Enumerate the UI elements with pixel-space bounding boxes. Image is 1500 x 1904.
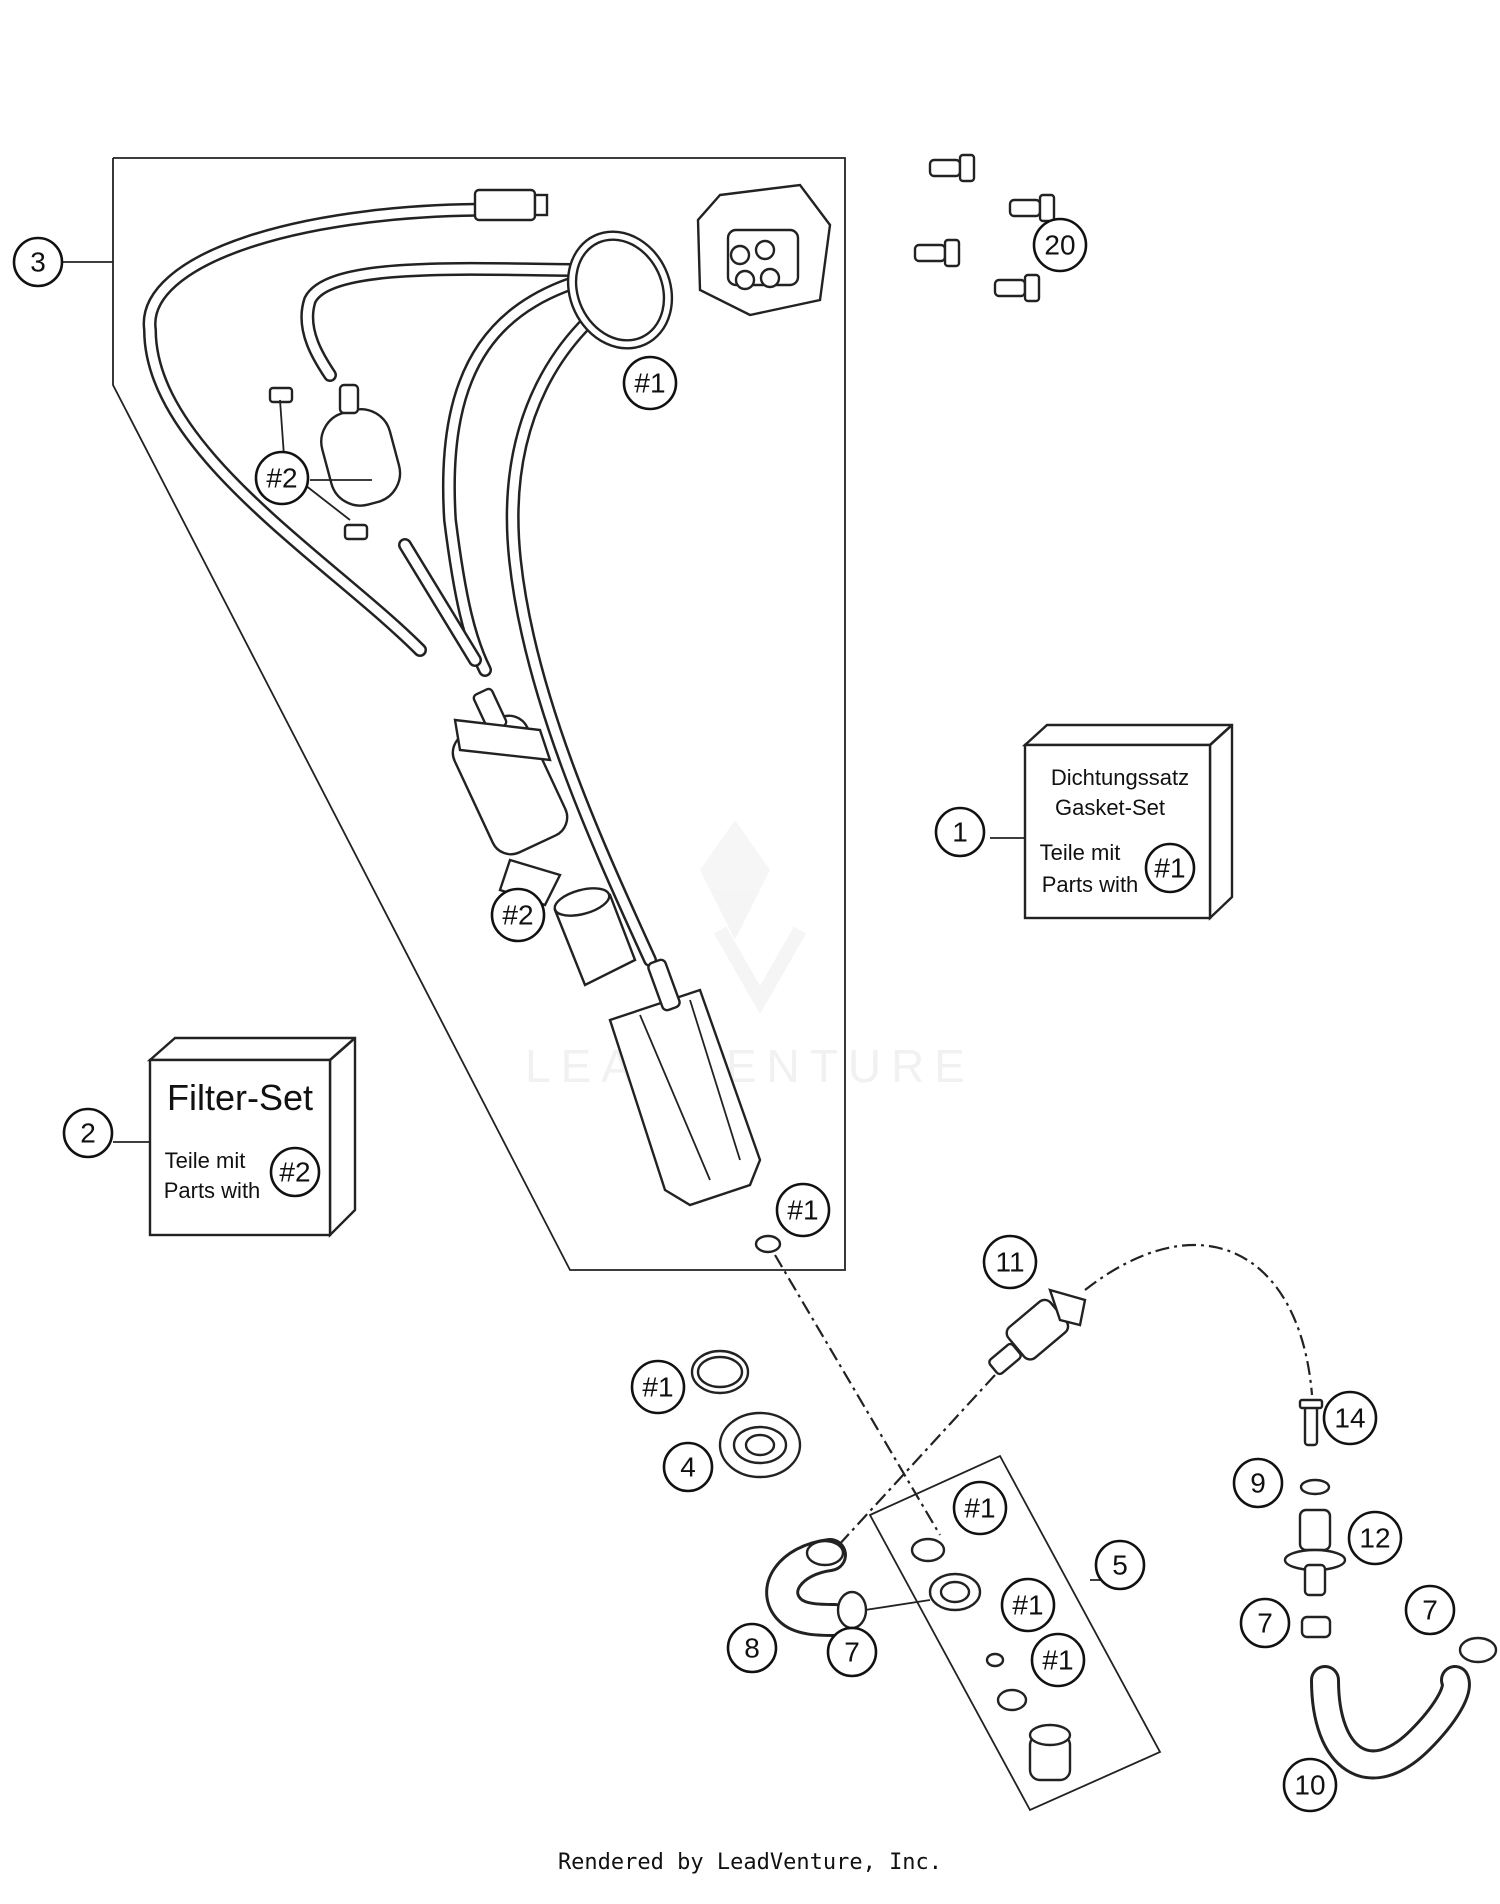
filter-box-line4: Parts with xyxy=(164,1178,261,1203)
gasket-box-line1: Dichtungssatz xyxy=(1051,765,1189,790)
callout-1: 1 xyxy=(934,806,986,858)
clamp-7b xyxy=(1300,1615,1332,1639)
pump-flange-plate xyxy=(696,183,832,317)
svg-text:7: 7 xyxy=(1422,1595,1438,1626)
svg-text:20: 20 xyxy=(1044,230,1075,261)
assembly-boundary xyxy=(112,157,846,1271)
leader-line-2a2 xyxy=(304,484,351,521)
gasket-box-ref: #1 xyxy=(1154,853,1185,884)
flange-gasket xyxy=(566,230,674,350)
watermark-logo: LEADVENTURE xyxy=(525,820,975,1092)
dash-line-c xyxy=(824,1374,996,1561)
callout-5: 5 xyxy=(1094,1539,1146,1591)
callout-1c: #1 xyxy=(630,1359,686,1415)
svg-text:4: 4 xyxy=(680,1452,696,1483)
gasket-box-line4: Parts with xyxy=(1042,872,1139,897)
callout-12: 12 xyxy=(1347,1510,1403,1566)
o-ring-small xyxy=(754,1234,782,1254)
filter-box-line3: Teile mit xyxy=(165,1148,246,1173)
svg-text:14: 14 xyxy=(1334,1403,1365,1434)
callout-20: 20 xyxy=(1032,217,1088,273)
filter-box-ref: #2 xyxy=(279,1157,310,1188)
callout-8: 8 xyxy=(726,1622,778,1674)
seal-flange xyxy=(718,1411,802,1479)
wire-connector xyxy=(473,188,549,222)
callout-1f: #1 xyxy=(1030,1632,1086,1688)
hose-elbow xyxy=(765,1538,852,1637)
gasket-box-line2: Gasket-Set xyxy=(1055,795,1165,820)
watermark-text: LEADVENTURE xyxy=(525,1040,975,1092)
dash-line-b xyxy=(1084,1243,1314,1396)
svg-text:2: 2 xyxy=(80,1118,96,1149)
svg-text:3: 3 xyxy=(30,247,46,278)
svg-text:#2: #2 xyxy=(266,463,297,494)
fuel-tap-body xyxy=(910,1537,1072,1782)
svg-text:1: 1 xyxy=(952,817,968,848)
inline-fuel-filter xyxy=(268,383,402,541)
callout-1e: #1 xyxy=(1000,1577,1056,1633)
callout-7c: 7 xyxy=(1404,1584,1456,1636)
hose-clamp-7a xyxy=(836,1590,931,1630)
callout-2: 2 xyxy=(62,1107,114,1159)
svg-text:#1: #1 xyxy=(964,1493,995,1524)
o-ring-large-inner xyxy=(696,1355,744,1389)
gasket-box-line3: Teile mit xyxy=(1040,840,1121,865)
nipple-12 xyxy=(1283,1508,1347,1597)
quick-connector xyxy=(988,1288,1087,1376)
callout-11: 11 xyxy=(982,1234,1038,1290)
fuel-pump-wiring xyxy=(142,202,657,967)
svg-text:#1: #1 xyxy=(1042,1645,1073,1676)
callout-4: 4 xyxy=(662,1441,714,1493)
callout-1b: #1 xyxy=(775,1182,831,1238)
callout-14: 14 xyxy=(1322,1390,1378,1446)
svg-text:#1: #1 xyxy=(642,1372,673,1403)
callout-3: 3 xyxy=(12,236,64,288)
svg-text:7: 7 xyxy=(844,1637,860,1668)
svg-text:12: 12 xyxy=(1359,1523,1390,1554)
fuel-filter-housing xyxy=(608,958,762,1207)
svg-text:10: 10 xyxy=(1294,1770,1325,1801)
callout-7a: 7 xyxy=(826,1626,878,1678)
svg-text:#2: #2 xyxy=(502,900,533,931)
svg-text:7: 7 xyxy=(1257,1608,1273,1639)
clamp-7c xyxy=(1458,1636,1498,1664)
pin-14 xyxy=(1298,1398,1324,1447)
callout-7b: 7 xyxy=(1239,1597,1291,1649)
filter-box-title: Filter-Set xyxy=(167,1077,313,1118)
svg-text:#1: #1 xyxy=(787,1195,818,1226)
callout-1d: #1 xyxy=(952,1480,1008,1536)
callout-2a: #2 xyxy=(254,450,310,506)
callout-1a: #1 xyxy=(622,355,678,411)
callout-2b: #2 xyxy=(490,887,546,943)
filter-set-box: Filter-Set Teile mit Parts with #2 xyxy=(146,1036,357,1238)
filter-sleeve xyxy=(553,887,637,987)
svg-text:9: 9 xyxy=(1250,1468,1266,1499)
dash-line-a xyxy=(774,1254,941,1536)
tap-assembly-panel xyxy=(868,1454,1162,1812)
callout-9: 9 xyxy=(1232,1457,1284,1509)
callout-10: 10 xyxy=(1282,1757,1338,1813)
svg-text:#1: #1 xyxy=(1012,1590,1043,1621)
svg-text:8: 8 xyxy=(744,1633,760,1664)
svg-text:#1: #1 xyxy=(634,368,665,399)
gasket-set-box: Dichtungssatz Gasket-Set Teile mit Parts… xyxy=(1021,723,1234,921)
screw-set xyxy=(913,153,1056,303)
svg-text:5: 5 xyxy=(1112,1550,1128,1581)
o-ring-9 xyxy=(1299,1478,1331,1496)
svg-text:11: 11 xyxy=(995,1247,1024,1278)
fuel-pump-motor xyxy=(451,687,569,907)
footer-credit: Rendered by LeadVenture, Inc. xyxy=(557,1850,943,1875)
hose-10 xyxy=(1310,1665,1471,1780)
